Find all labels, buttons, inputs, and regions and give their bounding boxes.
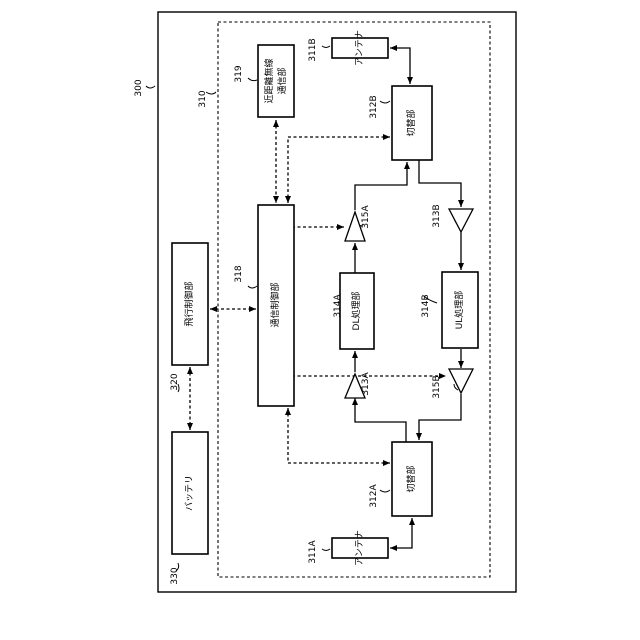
short-range-label-2: 通信部 — [276, 67, 288, 94]
dl-processor-314A: DL処理部 — [340, 273, 374, 349]
ref-314B: 314B — [421, 294, 431, 317]
flight-control-label: 飛行制御部 — [183, 281, 195, 326]
ul-processor-314B: UL処理部 — [442, 272, 478, 348]
battery-label: バッテリ — [184, 475, 195, 511]
ref-330: 330 — [170, 567, 180, 584]
ul-processor-label: UL処理部 — [453, 291, 465, 330]
ref-318: 318 — [234, 265, 244, 282]
short-range-label-1: 近距離無線 — [263, 58, 275, 103]
battery-330: バッテリ — [172, 432, 208, 554]
amplifier-313B — [449, 209, 473, 232]
switch-b-312B: 切替部 — [392, 86, 432, 160]
line-antenna-b-switch-b — [390, 48, 410, 84]
antenna-a-label: アンテナ — [354, 530, 365, 566]
antenna-b: アンテナ — [332, 30, 388, 66]
ctrl-line-to-switch-a — [288, 408, 390, 463]
line-antenna-a-switch-a — [390, 518, 412, 548]
comm-control-label: 通信制御部 — [269, 282, 281, 327]
amplifier-315B — [449, 369, 473, 393]
switch-a-label: 切替部 — [405, 465, 417, 492]
ref-315A: 315A — [361, 204, 371, 228]
ref-311A: 311A — [308, 539, 318, 563]
ref-300: 300 — [134, 79, 144, 96]
ref-312A: 312A — [369, 483, 379, 507]
switch-b-label: 切替部 — [405, 109, 417, 136]
short-range-wireless-319: 近距離無線 通信部 — [258, 45, 294, 117]
ctrl-line-to-switch-b — [288, 137, 390, 203]
ref-312B: 312B — [369, 95, 379, 118]
ref-319: 319 — [234, 65, 244, 82]
flight-control-320: 飛行制御部 — [172, 243, 208, 365]
switch-a-312A: 切替部 — [392, 442, 432, 516]
comm-control-318: 通信制御部 — [258, 205, 294, 406]
dl-processor-label: DL処理部 — [350, 292, 362, 331]
antenna-a: アンテナ — [332, 530, 388, 566]
ref-320: 320 — [170, 373, 180, 390]
line-amp-315b-to-switch-a — [419, 394, 461, 440]
line-switch-a-to-amp-313a — [355, 398, 406, 442]
ref-311B: 311B — [308, 38, 318, 61]
ref-313B: 313B — [432, 204, 442, 227]
ref-310: 310 — [198, 90, 208, 107]
ref-315B: 315B — [432, 375, 442, 398]
line-amp-315a-to-switch-b — [355, 162, 407, 210]
line-switch-b-to-amp-313b — [419, 160, 461, 207]
antenna-b-label: アンテナ — [354, 30, 365, 66]
